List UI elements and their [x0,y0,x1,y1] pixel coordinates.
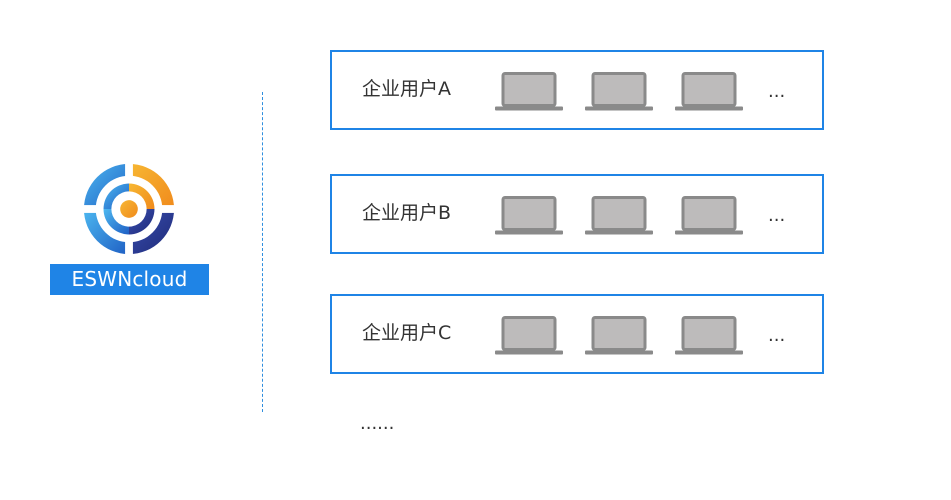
laptop-icon [585,72,653,111]
enterprise-group-c: 企业用户C ... [330,294,824,374]
group-label: 企业用户A [362,78,451,100]
brand-label: ESWNcloud [50,264,209,295]
laptop-icon [675,72,743,111]
laptop-icon [495,72,563,111]
group-ellipsis: ... [768,81,786,102]
group-ellipsis: ... [768,325,786,346]
laptop-icon [495,196,563,235]
group-label: 企业用户C [362,322,452,344]
group-label: 企业用户B [362,202,452,224]
laptop-icon [675,196,743,235]
more-groups-ellipsis: ...... [360,413,395,434]
laptop-icon [495,316,563,355]
eswncloud-logo-icon [80,160,178,258]
enterprise-group-a: 企业用户A ... [330,50,824,130]
enterprise-group-b: 企业用户B ... [330,174,824,254]
brand-logo-block: ESWNcloud [50,160,209,296]
laptop-icon [585,316,653,355]
divider-line [262,92,263,412]
laptop-icon [585,196,653,235]
laptop-icon [675,316,743,355]
group-ellipsis: ... [768,205,786,226]
